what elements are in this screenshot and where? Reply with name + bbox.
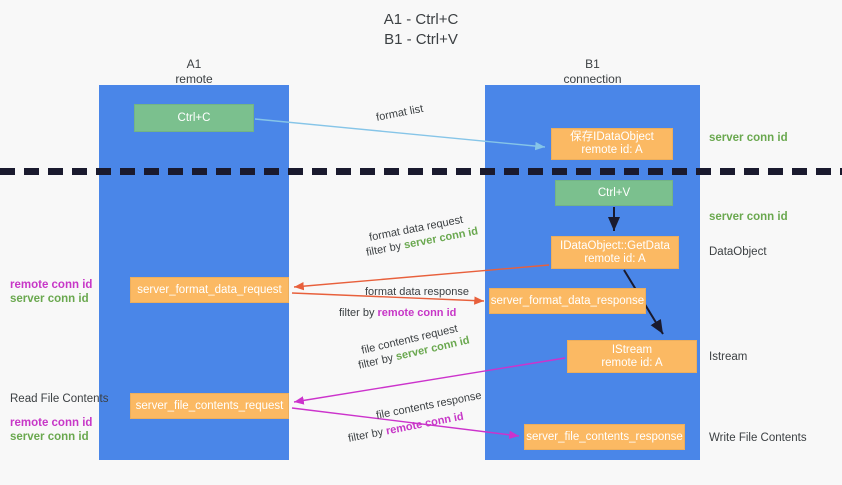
- filter-by-text-4: filter by: [347, 425, 388, 445]
- box-ctrl-v[interactable]: Ctrl+V: [555, 180, 673, 206]
- box-save-idataobject-line2: remote id: A: [581, 144, 643, 156]
- box-getdata-line1: IDataObject::GetData: [560, 239, 670, 252]
- box-fmt-req-label: server_format_data_request: [137, 283, 282, 296]
- page-title: A1 - Ctrl+C B1 - Ctrl+V: [0, 10, 842, 50]
- phase-divider: [0, 168, 842, 175]
- box-istream-line2: remote id: A: [601, 356, 663, 369]
- label-server-conn-id-top: server conn id: [709, 132, 788, 144]
- label-server-conn-id-mid: server conn id: [709, 211, 788, 223]
- label-conn-ids-lower: remote conn id server conn id: [10, 416, 92, 444]
- box-save-idataobject-line1: 保存IDataObject: [570, 131, 654, 143]
- box-ctrl-c-label: Ctrl+C: [177, 111, 211, 124]
- box-server-file-contents-request[interactable]: server_file_contents_request: [130, 393, 289, 419]
- box-save-idataobject[interactable]: 保存IDataObject remote id: A: [551, 128, 673, 160]
- filter-remote-conn-id-1: remote conn id: [377, 307, 457, 319]
- label-write-file-contents: Write File Contents: [709, 432, 807, 444]
- label-conn-ids-upper: remote conn id server conn id: [10, 278, 92, 306]
- lane-a1-subtitle: remote: [175, 72, 213, 86]
- label-remote-conn-id-upper: remote conn id: [10, 279, 93, 291]
- box-fmt-resp-label: server_format_data_response: [490, 294, 645, 307]
- label-server-conn-id-lower: server conn id: [10, 431, 89, 443]
- label-istream: Istream: [709, 351, 748, 363]
- box-server-file-contents-response[interactable]: server_file_contents_response: [524, 424, 685, 450]
- box-ctrl-c[interactable]: Ctrl+C: [134, 104, 254, 132]
- lane-header-a1: A1 remote: [99, 57, 289, 87]
- label-server-conn-id-upper: server conn id: [10, 293, 89, 305]
- filter-by-text-2: filter by: [339, 307, 378, 319]
- lane-b1-subtitle: connection: [563, 72, 622, 86]
- lane-a1-title: A1: [186, 57, 202, 71]
- box-server-format-data-response[interactable]: server_format_data_response: [489, 288, 646, 314]
- lane-header-b1: B1 connection: [485, 57, 700, 87]
- label-dataobject: DataObject: [709, 246, 767, 258]
- box-server-format-data-request[interactable]: server_format_data_request: [130, 277, 289, 303]
- box-ctrl-v-label: Ctrl+V: [597, 186, 631, 199]
- lane-b1-title: B1: [585, 57, 600, 71]
- label-remote-conn-id-lower: remote conn id: [10, 417, 93, 429]
- title-line-1: A1 - Ctrl+C: [383, 11, 459, 28]
- title-line-2: B1 - Ctrl+V: [384, 31, 458, 48]
- box-getdata-line2: remote id: A: [584, 252, 646, 265]
- box-istream-line1: IStream: [611, 343, 653, 356]
- box-file-req-label: server_file_contents_request: [135, 399, 284, 412]
- box-file-resp-label: server_file_contents_response: [526, 430, 683, 443]
- label-read-file-contents: Read File Contents: [10, 393, 109, 405]
- annotation-format-data-response: format data response: [365, 286, 469, 298]
- box-idataobject-getdata[interactable]: IDataObject::GetData remote id: A: [551, 236, 679, 269]
- annotation-format-list: format list: [375, 102, 425, 124]
- box-istream[interactable]: IStream remote id: A: [567, 340, 697, 373]
- annotation-format-data-response-filter: filter by remote conn id: [339, 306, 456, 320]
